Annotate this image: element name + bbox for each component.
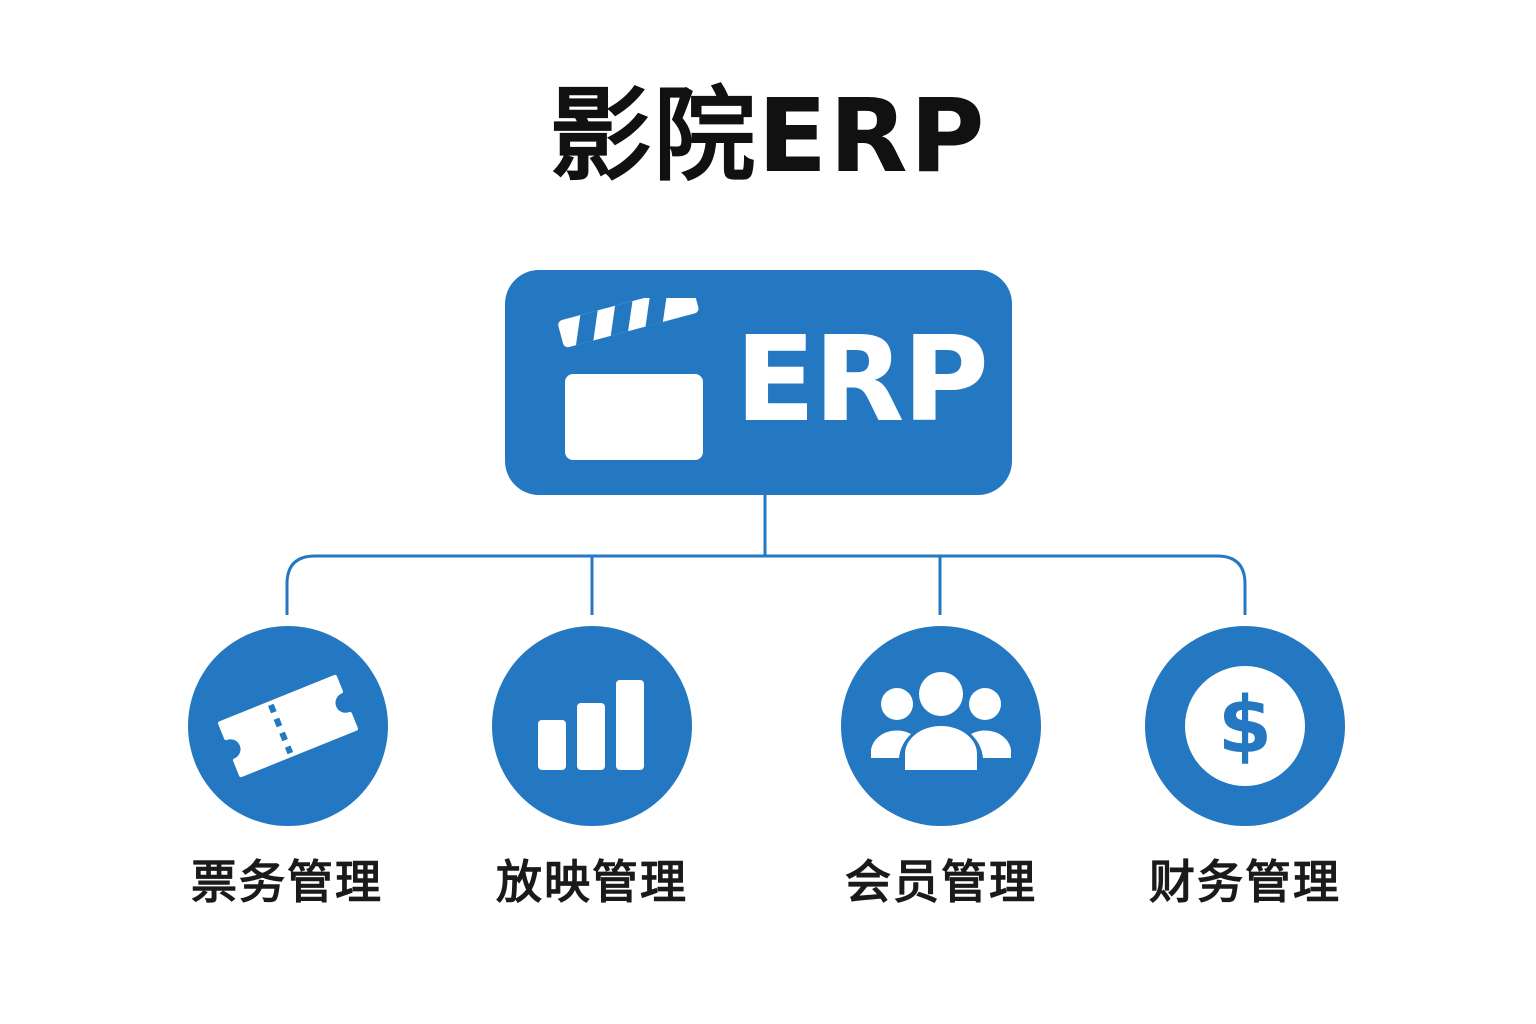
clapperboard-icon [558,298,703,460]
module-membership [841,626,1041,826]
bar-chart-icon [538,680,644,770]
page-title: 影院ERP [549,77,987,196]
svg-text:$: $ [1218,681,1272,771]
module-label-membership: 会员管理 [845,855,1037,909]
ticket-icon [218,674,358,778]
users-icon [871,672,1011,770]
module-label-screening: 放映管理 [496,855,688,909]
module-screening [492,626,692,826]
erp-root-label: ERP [735,310,989,448]
dollar-icon: $ [1185,666,1305,786]
module-ticketing [188,626,388,826]
module-label-ticketing: 票务管理 [191,855,383,909]
module-label-finance: 财务管理 [1149,855,1341,909]
erp-root-node: ERP [505,270,1012,495]
branch-connector [285,554,1247,615]
module-finance: $ [1145,626,1345,826]
